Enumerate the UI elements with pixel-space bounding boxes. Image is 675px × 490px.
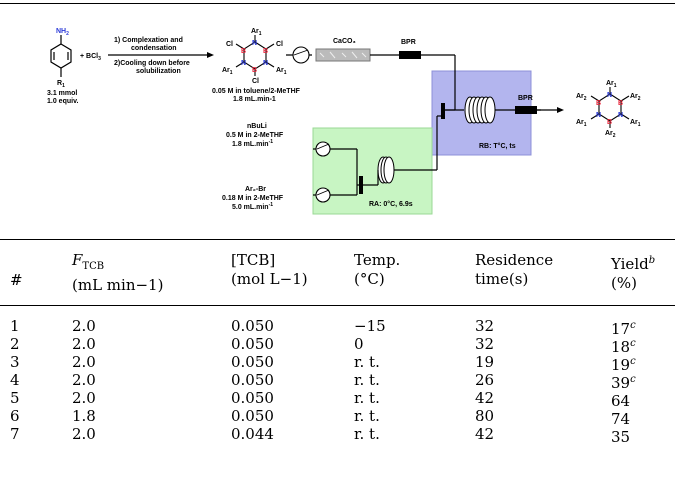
tcb-ar1-left: Ar1 bbox=[222, 67, 233, 76]
product-ar2-right: Ar2 bbox=[630, 93, 641, 102]
pump-nbuli-mark bbox=[316, 143, 330, 150]
product-ar1-left: Ar1 bbox=[576, 119, 587, 128]
tcb-ar1-right: Ar1 bbox=[276, 67, 287, 76]
step2-line1: 2)Cooling down before bbox=[114, 60, 190, 67]
tcb-b-right: B bbox=[263, 48, 268, 55]
header-index: # bbox=[10, 271, 23, 289]
ar2br-name: Ar₂-Br bbox=[245, 186, 266, 193]
header-concentration: [TCB] (mol L−1) bbox=[231, 251, 308, 288]
tcb-b-bottom: B bbox=[252, 67, 257, 74]
equiv-label: 1.0 equiv. bbox=[47, 98, 78, 105]
pump-1-icon bbox=[292, 46, 310, 64]
caco3-label: CaCO₃ bbox=[333, 38, 356, 45]
nbuli-flow: 1.8 mL.min-1 bbox=[232, 139, 273, 148]
reaction-arrowhead bbox=[207, 52, 214, 58]
bpr-2-icon bbox=[515, 106, 537, 114]
tcb-feed-flow: 1.8 mL.min-1 bbox=[233, 96, 276, 103]
step2-line2: solubilization bbox=[136, 68, 181, 75]
tcb-n-right: N bbox=[263, 60, 268, 67]
tcb-n-top: N bbox=[252, 40, 257, 47]
tcb-cl-right: Cl bbox=[276, 41, 283, 48]
product-ar2-left: Ar2 bbox=[576, 93, 587, 102]
nh2-label: NH2 bbox=[56, 28, 69, 37]
bpr-1-icon bbox=[399, 51, 421, 59]
caco3-column-pattern bbox=[319, 51, 367, 59]
rb-mixer-icon bbox=[441, 103, 445, 119]
ra-label: RA: 0°C, 6.9s bbox=[369, 200, 413, 208]
aniline-structure bbox=[50, 35, 72, 77]
step1-line2: condensation bbox=[131, 45, 177, 52]
header-yield: Yieldb (%) bbox=[611, 255, 656, 292]
caco3-column-icon bbox=[315, 48, 371, 62]
pump-ar2br-mark bbox=[316, 189, 330, 196]
product-arrowhead bbox=[557, 107, 564, 113]
product-n-top: N bbox=[607, 92, 612, 99]
rb-label: RB: T°C, ts bbox=[479, 142, 516, 150]
product-ar1-top: Ar1 bbox=[606, 80, 617, 89]
flow-scheme: NH2 R1 3.1 mmol 1.0 equiv. + BCl3 1) Com… bbox=[47, 28, 641, 215]
header-temperature: Temp. (°C) bbox=[354, 251, 401, 288]
table-header: # FTCB (mL min−1) [TCB] (mol L−1) Temp. … bbox=[0, 247, 675, 309]
product-n-left: N bbox=[596, 112, 601, 119]
tcb-b-left: B bbox=[241, 48, 246, 55]
tcb-cl-bottom: Cl bbox=[252, 78, 259, 85]
product-b-right: B bbox=[618, 100, 623, 107]
ar2br-flow: 5.0 mL.min-1 bbox=[232, 202, 273, 211]
nbuli-conc: 0.5 M in 2-MeTHF bbox=[226, 132, 284, 139]
bpr-2-label: BPR bbox=[518, 95, 533, 102]
r1-label: R1 bbox=[57, 80, 65, 89]
tcb-structure bbox=[235, 35, 275, 76]
product-structure bbox=[590, 87, 630, 128]
tcb-cl-left: Cl bbox=[226, 41, 233, 48]
ar2br-conc: 0.18 M in 2-MeTHF bbox=[222, 195, 284, 202]
pump-1-mark bbox=[293, 49, 309, 56]
bpr-1-label: BPR bbox=[401, 39, 416, 46]
header-residence-time: Residence time(s) bbox=[475, 251, 554, 288]
header-flow-rate: FTCB (mL min−1) bbox=[72, 251, 164, 294]
tcb-n-left: N bbox=[241, 60, 246, 67]
table-header-rule bbox=[0, 305, 675, 306]
reactor-a-box bbox=[312, 127, 433, 215]
product-ar1-right: Ar1 bbox=[630, 119, 641, 128]
ra-coil-icon bbox=[377, 156, 395, 184]
nbuli-name: nBuLi bbox=[247, 123, 267, 130]
amount-label: 3.1 mmol bbox=[47, 90, 77, 97]
top-rule bbox=[0, 3, 675, 4]
rb-coil-icon bbox=[464, 96, 496, 124]
product-ar2-bottom: Ar2 bbox=[605, 130, 616, 139]
tcb-feed-conc: 0.05 M in toluene/2-MeTHF bbox=[212, 88, 301, 95]
product-n-right: N bbox=[618, 112, 623, 119]
step1-line1: 1) Complexation and bbox=[114, 37, 183, 44]
bcl3-label: + BCl3 bbox=[80, 53, 101, 62]
table-top-rule bbox=[0, 239, 675, 240]
product-b-left: B bbox=[596, 100, 601, 107]
product-b-bottom: B bbox=[607, 119, 612, 126]
tcb-ar1-top: Ar1 bbox=[251, 28, 262, 37]
